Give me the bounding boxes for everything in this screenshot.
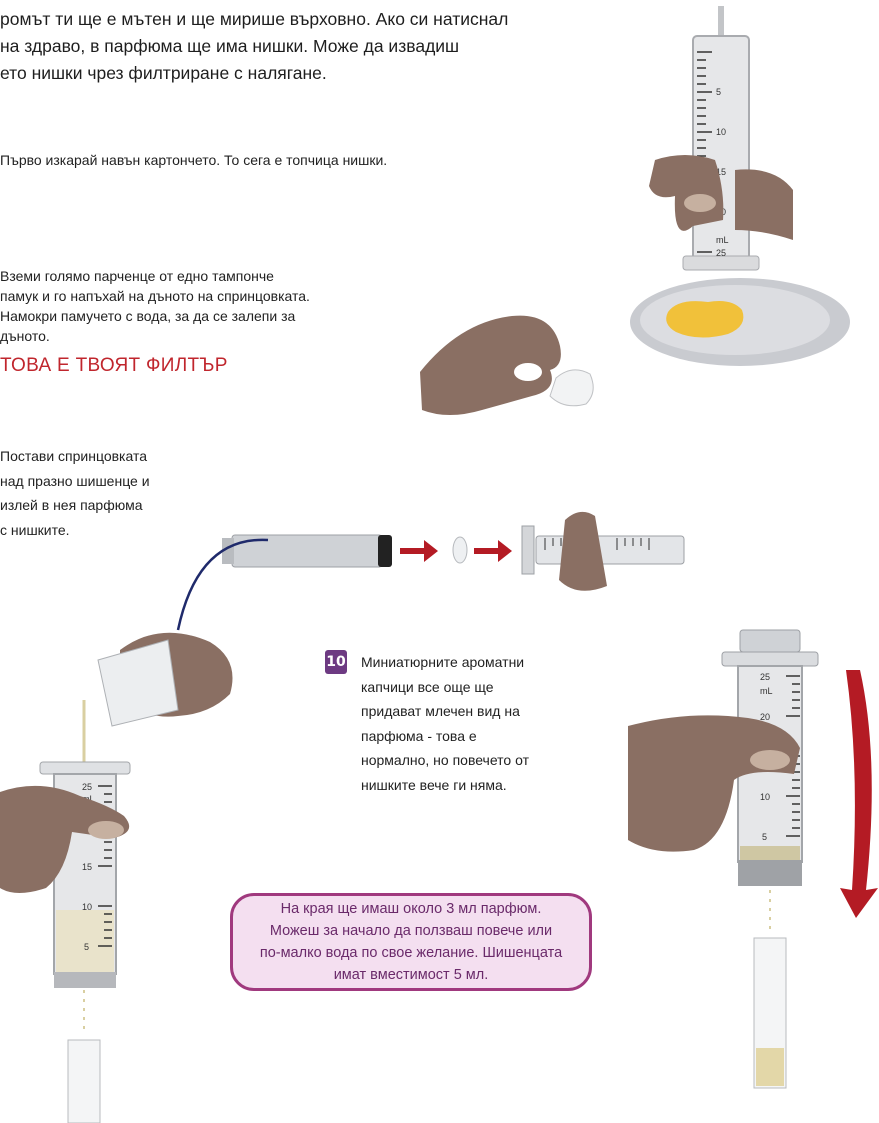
left-vial	[67, 1039, 101, 1123]
left-syringe-tick-5: 5	[84, 942, 89, 952]
right-syringe-tick-5: 5	[762, 832, 767, 842]
cotton-piece	[549, 369, 594, 407]
tube-line	[176, 538, 269, 631]
cotton-hand-illustration	[420, 315, 594, 415]
right-syringe-tick-20: 20	[760, 712, 770, 722]
intro-paragraph: ромът ти ще е мътен и ще мирише върховно…	[0, 9, 509, 83]
hand-cotton	[420, 315, 561, 415]
step-remove-card-text: Първо изкарай навън картончето. То сега …	[0, 152, 388, 168]
top-syringe-tick-10: 10	[716, 127, 726, 137]
top-syringe-tick-15: 15	[716, 167, 726, 177]
filter-heading: ТОВА Е ТВОЯТ ФИЛТЪР	[0, 355, 228, 376]
down-arrow	[840, 670, 878, 918]
measuring-cup	[97, 639, 179, 727]
step-number-badge: 10	[325, 650, 347, 674]
filter-sequence-illustration	[176, 511, 685, 631]
syringe-hand	[559, 511, 607, 591]
right-syringe-unit: mL	[760, 686, 773, 696]
left-syringe-tick-10: 10	[82, 902, 92, 912]
right-syringe-tick-25: 25	[760, 672, 770, 682]
left-syringe-tick-25: 25	[82, 782, 92, 792]
arrow-2	[474, 540, 512, 562]
top-hand	[649, 155, 793, 240]
left-syringe-tick-15: 15	[82, 862, 92, 872]
left-syringe-illustration: 25 mL 20 15 10 5	[0, 632, 233, 1123]
top-syringe-illustration: 5 10 15 20 mL 25	[630, 6, 850, 366]
step-cotton-filter-text: Вземи голямо парченце от едно тампонче п…	[0, 268, 310, 344]
right-syringe-illustration: 25 mL 20 15 10 5	[628, 629, 878, 1089]
result-note: На края ще имаш около 3 мл парфюм. Можеш…	[230, 893, 592, 991]
filter-residue	[666, 301, 744, 338]
cotton-filter	[452, 536, 468, 564]
arrow-1	[400, 540, 438, 562]
top-syringe-tick-25: 25	[716, 248, 726, 258]
step-10-text: Миниатюрните ароматни капчици все още ще…	[361, 654, 529, 793]
right-syringe-tick-10: 10	[760, 792, 770, 802]
step-pour-perfume-text: Постави спринцовката над празно шишенце …	[0, 448, 150, 538]
top-syringe-unit: mL	[716, 235, 729, 245]
right-hand	[628, 715, 800, 852]
top-syringe-tick-5: 5	[716, 87, 721, 97]
left-hand-grip	[0, 785, 130, 893]
